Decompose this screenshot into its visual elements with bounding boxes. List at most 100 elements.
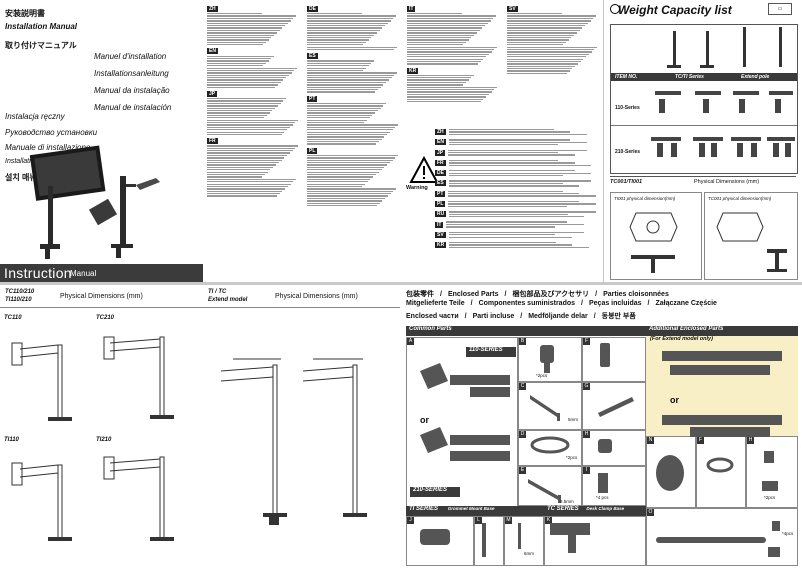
- cover-title-0: 安装説明書: [5, 9, 45, 18]
- text-line: [307, 34, 375, 36]
- text-line: [207, 105, 278, 107]
- text-line: [307, 164, 388, 166]
- or-word-left: or: [420, 415, 429, 425]
- text-line: [207, 39, 269, 41]
- text-line: [407, 93, 489, 96]
- text-line: [307, 69, 364, 72]
- parts-heading-item: /: [520, 313, 523, 320]
- parts-heading-item: /: [440, 291, 442, 298]
- warning-row: JP: [435, 149, 599, 157]
- parts-heading-item: /: [647, 300, 650, 307]
- text-line: [307, 205, 377, 207]
- text-line: [507, 15, 597, 17]
- text-line: [207, 74, 289, 76]
- text-line: [207, 133, 282, 136]
- ti-series-sub: Grommet Mount Base: [447, 506, 495, 511]
- language-badge: ES: [307, 53, 318, 60]
- dim1-title: Physical Dimensions (mm): [60, 293, 143, 300]
- part-e: E: [518, 466, 582, 506]
- section-head: ZH: [207, 6, 299, 12]
- language-badge: KR: [407, 67, 419, 74]
- text-line: [307, 79, 389, 81]
- text-line: [307, 166, 385, 169]
- text-line: [207, 20, 291, 22]
- text-line: [507, 17, 594, 20]
- text-line: [307, 37, 372, 39]
- text-line: [207, 22, 288, 24]
- text-line: [407, 51, 492, 53]
- pole-images: [667, 27, 782, 68]
- text-line: [207, 107, 276, 109]
- cover-title-9: Manuale di installazione: [5, 143, 91, 152]
- additional-parts-subtitle: (For Extend model only): [650, 336, 713, 342]
- text-line: [207, 129, 288, 131]
- text-line: [407, 48, 495, 51]
- text-line: [207, 169, 271, 171]
- text-line: [407, 96, 487, 98]
- text-line: [307, 84, 384, 86]
- text-line: [207, 112, 270, 114]
- text-line: [407, 84, 464, 86]
- text-line: [207, 27, 283, 29]
- text-line: [207, 195, 277, 197]
- text-line: [307, 190, 394, 192]
- text-line: [207, 173, 265, 176]
- text-line: [207, 81, 281, 84]
- or-word-right: or: [670, 395, 679, 405]
- text-line: [207, 65, 264, 67]
- parts-heading-item: 동봉만 부품: [601, 313, 636, 320]
- text-line: [507, 60, 581, 63]
- text-line: [507, 53, 589, 56]
- text-line: [307, 72, 398, 74]
- weight-capacity-title: Weight Capacity list: [618, 3, 732, 17]
- warning-row: ZH: [435, 128, 599, 136]
- text-line: [307, 193, 391, 195]
- text-line: [207, 114, 267, 117]
- cover-title-5: Manual da instalação: [94, 86, 170, 95]
- cover-title-8: Руководство установки: [5, 128, 98, 137]
- text-line: [307, 22, 388, 24]
- text-line: [407, 91, 492, 93]
- text-line: [307, 48, 395, 51]
- dimensions-panel-1: TC110/210 TI110/210 Physical Dimensions …: [0, 285, 203, 568]
- language-badge: JP: [207, 90, 218, 97]
- text-line: [407, 79, 469, 81]
- text-line: [207, 98, 287, 100]
- language-badge: FR: [207, 138, 218, 145]
- parts-heading-item: /: [464, 313, 467, 320]
- parts-heading-item: Peças incluidas: [588, 300, 642, 307]
- text-line: [207, 13, 263, 15]
- section-head: PL: [307, 147, 399, 154]
- text-line: [307, 141, 379, 143]
- text-line: [507, 39, 569, 41]
- tc001-box: TC001 physical dimension(mm): [704, 192, 798, 280]
- ti-series-bar: TI SERIES Grommet Mount Base: [406, 506, 544, 516]
- text-line: [207, 188, 286, 190]
- text-line: [207, 171, 268, 173]
- dim2-code-a: TI / TC: [208, 289, 227, 295]
- text-line: [507, 65, 576, 67]
- section-head: KR: [407, 67, 499, 74]
- dim1-code-b: TI110/210: [5, 297, 32, 303]
- text-line: [307, 119, 367, 121]
- text-line: [207, 181, 294, 183]
- warning-row: RU: [435, 210, 599, 218]
- language-badge: RU: [435, 211, 447, 218]
- text-line: [507, 70, 570, 72]
- part-h2: H: [746, 436, 798, 508]
- text-line: [307, 17, 394, 20]
- part-f: F: [582, 337, 646, 382]
- parts-heading-item: Parties cloisonnées: [603, 291, 669, 298]
- text-line: [307, 112, 376, 114]
- part-m: M: [504, 516, 544, 566]
- text-line: [507, 37, 572, 39]
- monitor-arm-photo: [29, 145, 160, 259]
- text-line: [507, 32, 577, 34]
- warning-row: IT: [435, 220, 599, 228]
- text-line: [207, 162, 279, 164]
- text-line: [507, 48, 595, 51]
- text-line: [307, 65, 369, 67]
- text-line: [507, 51, 592, 53]
- part-h: H: [582, 430, 646, 466]
